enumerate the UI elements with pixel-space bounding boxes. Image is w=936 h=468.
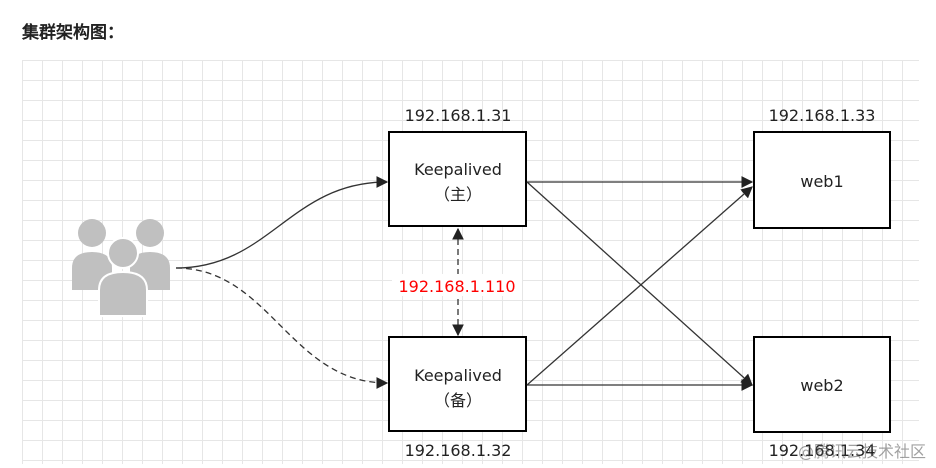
watermark: @腾讯云技术社区 (798, 442, 926, 461)
web1-label: web1 (800, 172, 843, 191)
keepalived-backup-ip: 192.168.1.32 (405, 441, 512, 460)
edge-backup-to-web1 (526, 186, 753, 386)
keepalived-master-node: 192.168.1.31 Keepalived （主） (388, 106, 527, 227)
web2-box (753, 336, 891, 433)
web1-ip: 192.168.1.33 (769, 106, 876, 125)
edge-master-to-web2 (526, 181, 753, 386)
keepalived-master-box (388, 131, 527, 227)
web1-node: 192.168.1.33 web1 (753, 106, 891, 229)
keepalived-master-label: Keepalived (414, 160, 502, 179)
web2-ip: 192.168.1.34 (769, 441, 876, 460)
keepalived-backup-label: Keepalived (414, 366, 502, 385)
vip-label-background (392, 274, 522, 296)
edge-users-to-backup (175, 267, 389, 389)
web1-box (753, 131, 891, 229)
vip-label: 192.168.1.110 (398, 277, 515, 296)
web2-label: web2 (800, 376, 843, 395)
keepalived-backup-role: （备） (434, 391, 482, 410)
web2-node: web2 192.168.1.34 (753, 336, 891, 460)
keepalived-master-role: （主） (434, 185, 482, 204)
edge-users-to-master (175, 176, 389, 269)
keepalived-backup-box (388, 336, 527, 432)
page-title: 集群架构图： (22, 23, 124, 43)
keepalived-master-ip: 192.168.1.31 (405, 106, 512, 125)
keepalived-backup-node: Keepalived （备） 192.168.1.32 (388, 336, 527, 460)
users-group-icon (72, 219, 170, 317)
